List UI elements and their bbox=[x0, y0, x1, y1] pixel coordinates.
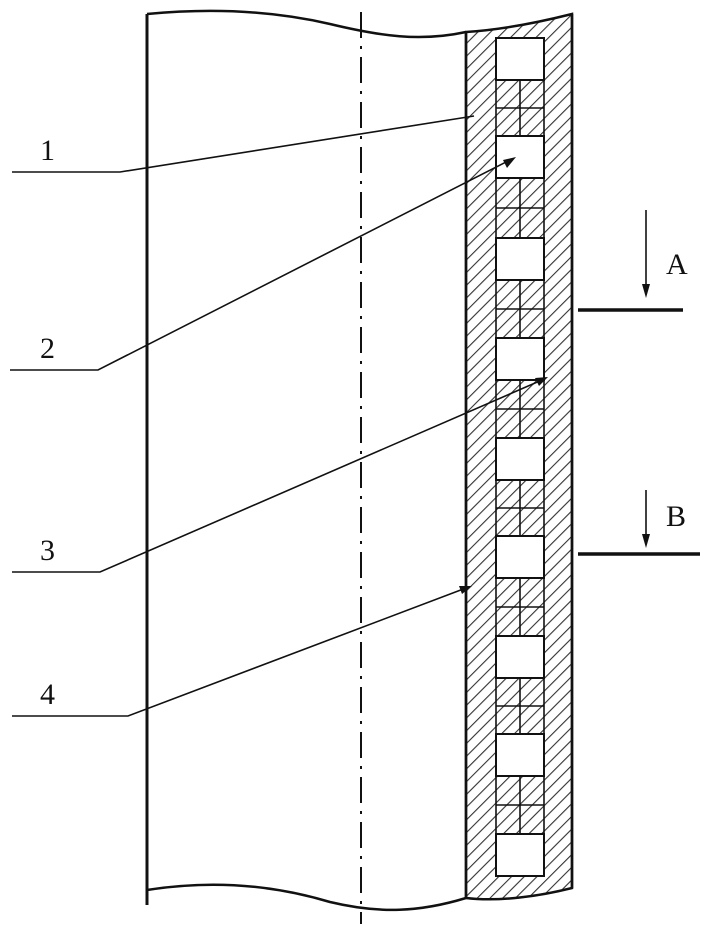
hatched-wall bbox=[466, 14, 572, 900]
open-cell bbox=[495, 37, 545, 81]
label-section-b: B bbox=[666, 500, 686, 533]
segmented-block bbox=[495, 178, 545, 238]
open-cell bbox=[495, 437, 545, 481]
section-a-marker bbox=[578, 210, 683, 312]
label-part-4: 4 bbox=[40, 678, 55, 711]
label-section-a: A bbox=[666, 248, 688, 281]
leader-2 bbox=[10, 157, 516, 371]
segmented-block bbox=[495, 80, 545, 136]
section-b-marker bbox=[578, 490, 700, 556]
segmented-block bbox=[495, 480, 545, 536]
segmented-block bbox=[495, 380, 545, 438]
open-cell bbox=[495, 733, 545, 777]
label-part-2: 2 bbox=[40, 332, 55, 365]
label-part-1: 1 bbox=[40, 134, 55, 167]
segmented-block bbox=[495, 678, 545, 734]
bottom-break-line bbox=[146, 883, 467, 912]
open-cell bbox=[495, 535, 545, 579]
open-cell bbox=[495, 635, 545, 679]
segmented-block bbox=[495, 280, 545, 338]
leader-4 bbox=[12, 586, 472, 717]
segmented-block bbox=[495, 578, 545, 636]
leader-1 bbox=[12, 115, 475, 173]
top-break-line bbox=[146, 9, 467, 39]
open-cell bbox=[495, 135, 545, 179]
leader-3 bbox=[12, 377, 548, 573]
segmented-block bbox=[495, 776, 545, 834]
label-part-3: 3 bbox=[40, 534, 55, 567]
open-cell bbox=[495, 337, 545, 381]
open-cell bbox=[495, 833, 545, 877]
open-cell bbox=[495, 237, 545, 281]
